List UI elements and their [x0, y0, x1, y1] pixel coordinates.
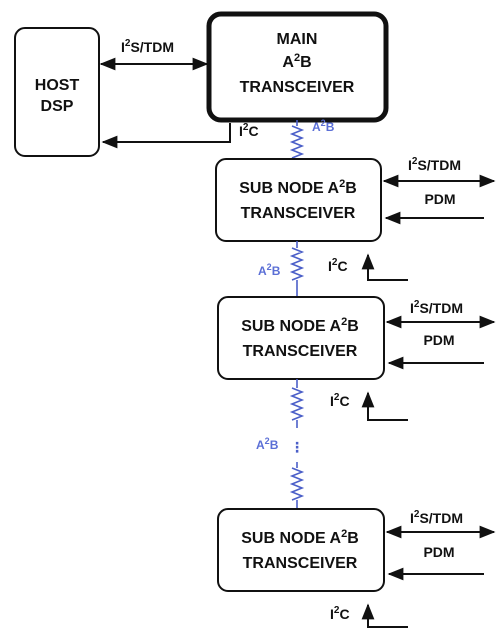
a2b-bus-segment-1	[289, 120, 305, 162]
sub-node-1-block: SUB NODE A2B TRANSCEIVER	[215, 158, 382, 242]
sub-2-i2s-label: I2S/TDM	[410, 299, 463, 316]
sub-1-i2c-arrow	[361, 253, 408, 281]
sub-3-i2c-label: I2C	[330, 605, 350, 622]
host-dsp-label-1: HOST	[35, 77, 80, 94]
sub-3-i2s-label: I2S/TDM	[410, 509, 463, 526]
host-dsp-box	[14, 27, 100, 157]
host-i2s-label: I2S/TDM	[121, 38, 174, 55]
host-i2c-label: I2C	[239, 122, 259, 139]
host-dsp-block: HOST DSP	[14, 27, 100, 157]
sub-1-pdm-label: PDM	[424, 191, 455, 207]
sub-1-i2s-label: I2S/TDM	[408, 156, 461, 173]
sub-2-i2c-arrow	[361, 391, 408, 421]
sub-2-pdm-label: PDM	[423, 332, 454, 348]
main-label-1: MAIN	[277, 31, 318, 48]
sub-1-i2c-label: I2C	[328, 257, 348, 274]
sub-node-2-box	[217, 296, 385, 380]
sub-node-2-block: SUB NODE A2B TRANSCEIVER	[217, 296, 385, 380]
host-i2c-arrow	[101, 123, 231, 149]
bus-label-2: A2B	[258, 262, 281, 278]
sub-3-i2c-arrow	[361, 603, 408, 628]
sub-node-3-box	[217, 508, 385, 592]
sub-node-3-label-1: SUB NODE A2B	[241, 528, 359, 547]
bus-label-1: A2B	[312, 118, 335, 134]
a2b-bus-segment-3	[289, 379, 305, 508]
bus-ellipsis: ⋮	[290, 439, 304, 455]
sub-node-1-label-1: SUB NODE A2B	[239, 178, 357, 197]
bus-label-3: A2B	[256, 436, 279, 452]
main-label-2: A2B	[282, 52, 311, 71]
a2b-bus-segment-2	[289, 241, 305, 296]
sub-node-2-label-2: TRANSCEIVER	[243, 343, 358, 360]
sub-node-2-label-1: SUB NODE A2B	[241, 316, 359, 335]
sub-node-3-block: SUB NODE A2B TRANSCEIVER	[217, 508, 385, 592]
main-transceiver-block: MAIN A2B TRANSCEIVER	[206, 11, 389, 123]
sub-2-i2c-label: I2C	[330, 392, 350, 409]
sub-node-3-label-2: TRANSCEIVER	[243, 555, 358, 572]
sub-3-pdm-label: PDM	[423, 544, 454, 560]
sub-node-1-label-2: TRANSCEIVER	[241, 205, 356, 222]
host-dsp-label-2: DSP	[41, 98, 74, 115]
main-transceiver-box	[206, 11, 389, 123]
sub-node-1-box	[215, 158, 382, 242]
main-label-3: TRANSCEIVER	[240, 79, 355, 96]
